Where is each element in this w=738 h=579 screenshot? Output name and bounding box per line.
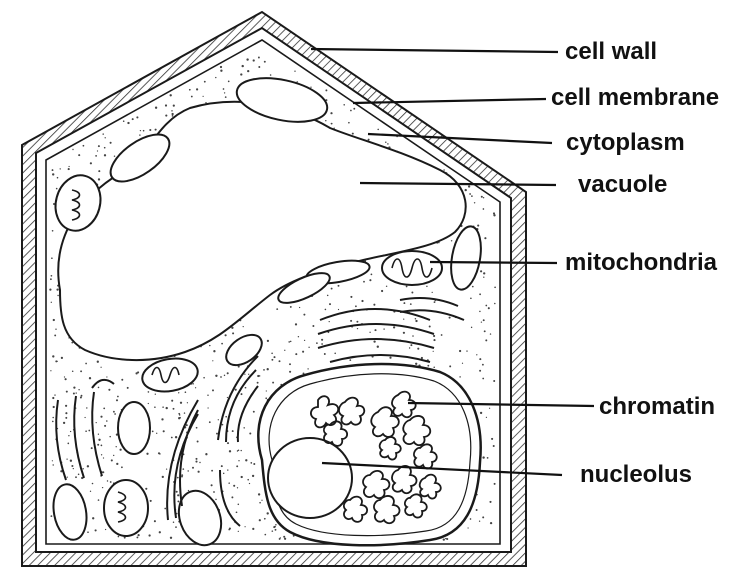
- label-vacuole: vacuole: [578, 173, 667, 197]
- mitochondrion: [382, 251, 442, 285]
- label-cell-wall: cell wall: [565, 40, 657, 64]
- label-cell-membrane: cell membrane: [551, 86, 719, 110]
- leader-line-mitochondria: [430, 262, 557, 263]
- label-cytoplasm: cytoplasm: [566, 131, 685, 155]
- nucleolus: [268, 438, 352, 518]
- mitochondrion: [104, 480, 148, 536]
- label-nucleolus: nucleolus: [580, 463, 692, 487]
- label-chromatin: chromatin: [599, 395, 715, 419]
- leader-line-cell-wall: [311, 49, 558, 52]
- label-mitochondria: mitochondria: [565, 251, 717, 275]
